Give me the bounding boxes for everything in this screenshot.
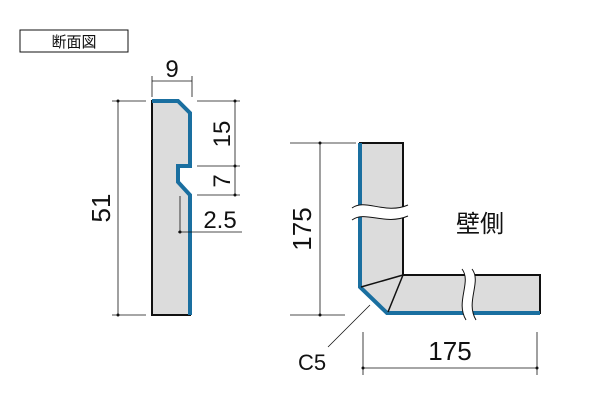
- notch-dimension: 7: [209, 174, 236, 187]
- title-box: 断面図: [19, 29, 129, 53]
- corner-dimensions: [290, 142, 538, 375]
- width-dimension: 9: [165, 56, 178, 83]
- break-mark-horizontal: [461, 268, 477, 321]
- title: 断面図: [51, 34, 96, 51]
- skirting-profile: [151, 99, 192, 316]
- vertical-length-dimension: 175: [287, 207, 317, 250]
- corner-section: [351, 142, 541, 321]
- wall-side-label: 壁側: [456, 211, 504, 238]
- horizontal-length-dimension: 175: [428, 336, 471, 366]
- top-dimension: 15: [209, 121, 236, 148]
- depth-dimension: 2.5: [203, 207, 236, 234]
- break-mark-vertical: [351, 204, 409, 221]
- chamfer-label: C5: [298, 350, 326, 375]
- height-dimension: 51: [86, 194, 116, 223]
